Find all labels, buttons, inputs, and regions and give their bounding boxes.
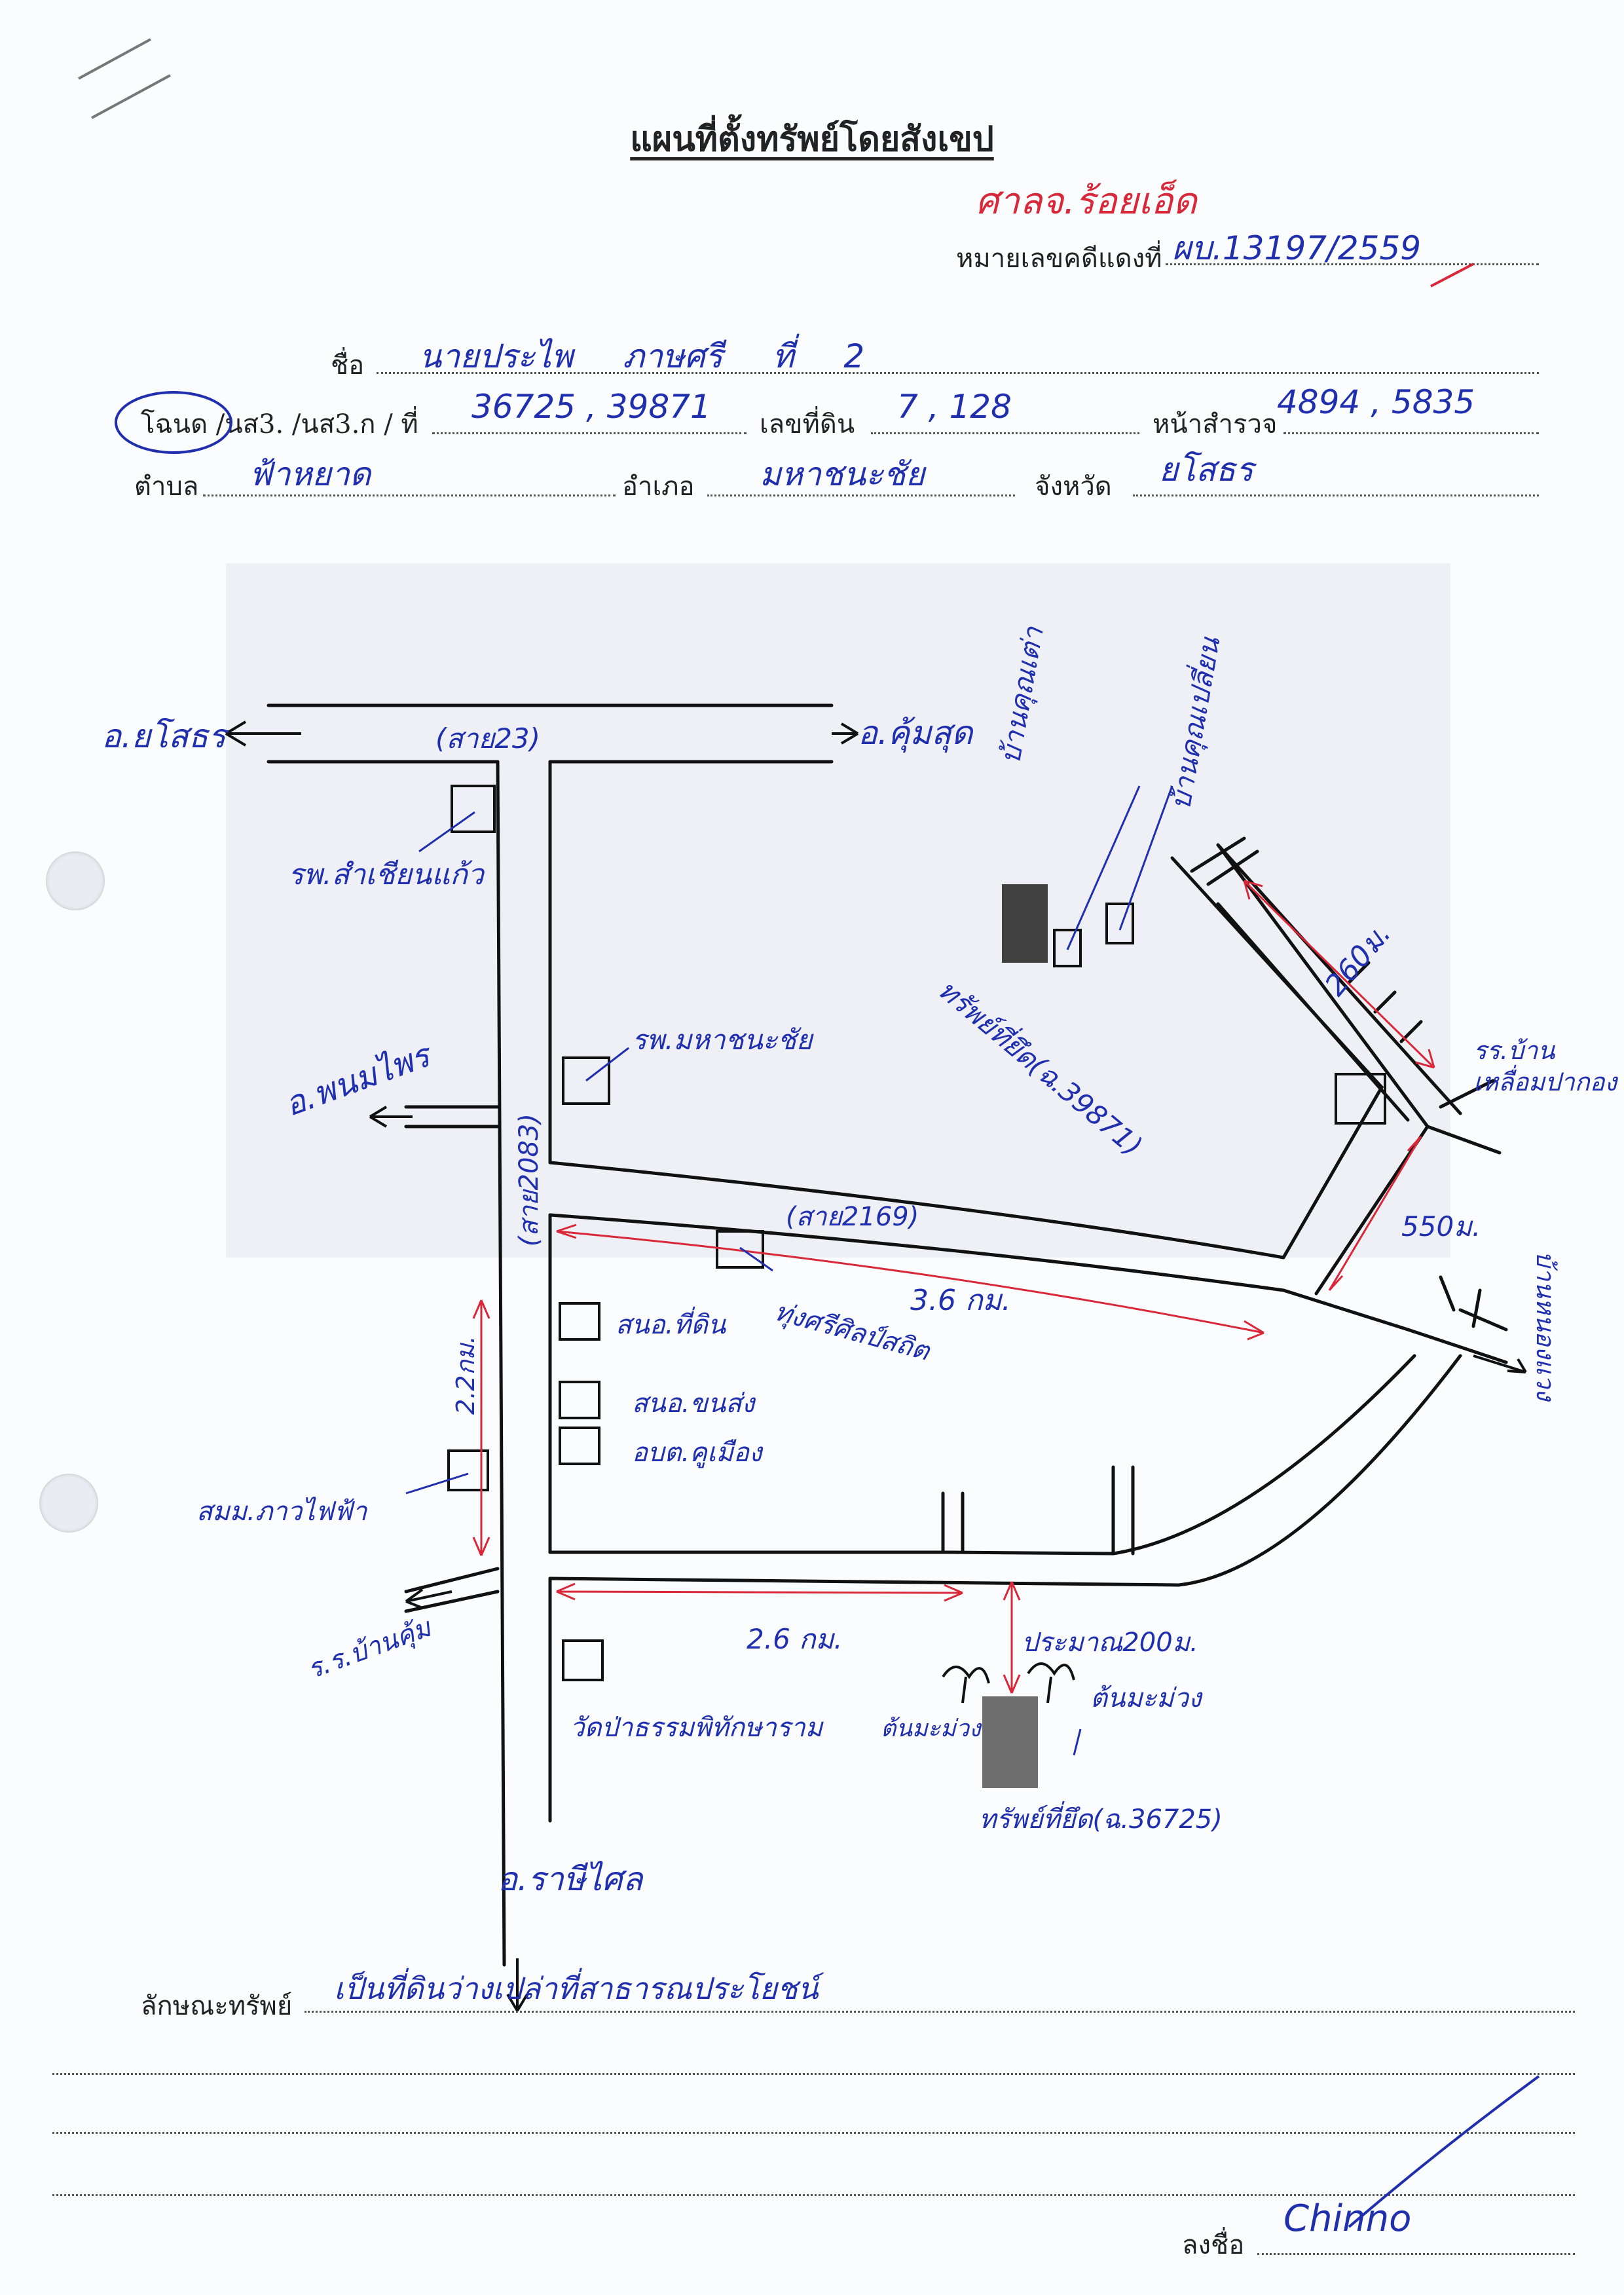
sign-label: ลงชื่อ — [1182, 2230, 1245, 2260]
school-mahachana-label: รพ.มหาชนะชัย — [632, 1024, 813, 1056]
province-value: ยโสธร — [1159, 451, 1254, 489]
property-type-label: ลักษณะทรัพย์ — [141, 1991, 293, 2021]
survey-line — [1283, 432, 1539, 434]
punch-hole-top — [46, 851, 105, 910]
survey-label: หน้าสำรวจ — [1153, 409, 1278, 439]
blank-line-2 — [52, 2132, 1575, 2134]
deed-value: 36725 , 39871 — [471, 388, 711, 426]
signature-stroke — [1348, 2075, 1540, 2228]
property-type-value: เป็นที่ดินว่างเปล่าที่สาธารณประโยชน์ — [334, 1971, 819, 2006]
case-tick — [1430, 263, 1474, 288]
deed-label: โฉนด /นส3. /นส3.ก / ที่ — [141, 409, 418, 439]
to-yasothon-label: อ.ยโสธร — [101, 717, 226, 755]
school-banmueang-label: รร.บ้าน เหลื่อมปากอง — [1473, 1036, 1617, 1096]
to-khamkhuean-label: อ.คุ้มสุด — [858, 714, 973, 752]
district-line — [707, 494, 1015, 496]
name-value: นายประไพ ภาษศรี ที่ 2 — [419, 337, 865, 375]
subdistrict-line — [203, 494, 616, 496]
punch-hole-bottom — [39, 1474, 98, 1533]
dist-3-6-label: 3.6 กม. — [910, 1284, 1011, 1317]
to-rasisalai-label: อ.ราษีไศล — [498, 1860, 643, 1898]
dist-2-2-label: 2.2กม. — [451, 1335, 480, 1415]
road-2169-label: (สาย2169) — [786, 1202, 919, 1232]
deed-line — [432, 432, 747, 434]
dist-550-label: 550ม. — [1401, 1210, 1481, 1242]
case-label: หมายเลขคดีแดงที่ — [956, 244, 1162, 274]
subdistrict-label: ตำบล — [134, 472, 199, 502]
name-line — [377, 372, 1539, 374]
road-23-label: (สาย23) — [435, 722, 541, 755]
case-value: ผบ.13197/2559 — [1172, 229, 1422, 267]
blank-line-3 — [52, 2194, 1575, 2196]
dist-2-6-label: 2.6 กม. — [747, 1623, 843, 1655]
province-line — [1133, 494, 1539, 496]
sno-kadin-label: สนอ.ที่ดิน — [616, 1310, 726, 1340]
property-type-line — [304, 2011, 1575, 2013]
hospital-label: รพ.สำเชียนแก้ว — [288, 858, 484, 891]
district-value: มหาชนะชัย — [760, 455, 925, 493]
province-label: จังหวัด — [1035, 472, 1112, 502]
obt-kumueang-label: อบต.คูเมือง — [632, 1438, 762, 1468]
mango-left-label: ต้นมะม่วง — [881, 1715, 981, 1742]
page-title: แผนที่ตั้งทรัพย์โดยสังเขป — [630, 119, 994, 159]
case-line — [1166, 263, 1539, 265]
dist-200-label: ประมาณ200ม. — [1022, 1628, 1198, 1658]
sign-line — [1257, 2253, 1575, 2255]
deed-circle — [115, 391, 232, 454]
court-note: ศาลจ.ร้อยเอ็ด — [976, 180, 1197, 223]
blank-line-1 — [52, 2073, 1575, 2075]
subdistrict-value: ฟ้าหยาด — [249, 455, 371, 493]
signature: Chinno — [1283, 2197, 1412, 2240]
mango-right-label: ต้นมะม่วง — [1090, 1683, 1202, 1713]
property-36725-label: ทรัพย์ที่ยึด(ฉ.36725) — [979, 1804, 1223, 1835]
background-ghost — [226, 563, 1450, 1258]
name-label: ชื่อ — [331, 350, 365, 381]
land-no-line — [871, 432, 1139, 434]
land-no-value: 7 , 128 — [897, 388, 1012, 426]
sms-kaifa-label: สมม.ภาวไฟฟ้า — [196, 1497, 367, 1527]
wat-label: วัดป่าธรรมพิทักษาราม — [570, 1713, 823, 1743]
to-bankhonak-label: บ้านหนองแวง — [1531, 1251, 1560, 1401]
district-label: อำเภอ — [622, 472, 695, 502]
survey-value: 4894 , 5835 — [1277, 383, 1475, 421]
land-no-label: เลขที่ดิน — [760, 409, 855, 439]
road-2083-label: (สาย2083) — [514, 1113, 544, 1247]
staple-mark — [78, 38, 171, 119]
sno-khonsong-label: สนอ.ขนส่ง — [632, 1389, 755, 1419]
